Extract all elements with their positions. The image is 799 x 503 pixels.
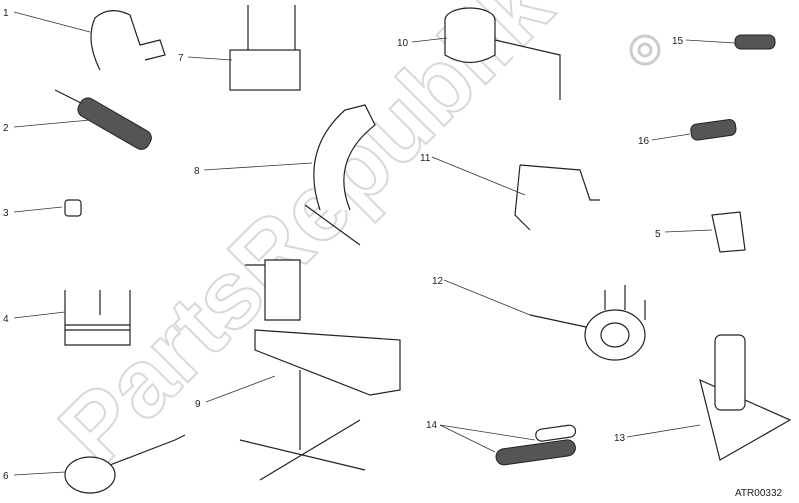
part-15-pin [734,34,776,50]
part-1-hook-tool [90,10,166,71]
callout-11: 11 [420,153,431,164]
part-5-socket [711,211,746,253]
callout-15: 15 [672,36,684,47]
callout-12: 12 [432,276,444,287]
callout-8: 8 [194,166,200,177]
part-9-engine-stand [239,259,401,481]
callout-3: 3 [3,208,9,219]
part-2-handle-tool [54,89,152,150]
part-13-triangle-base-tool [699,334,792,461]
callout-7: 7 [178,53,184,64]
watermark: PartsRepublik [39,0,572,485]
part-6-strap-wrench [64,434,186,494]
callout-6: 6 [3,471,9,482]
callout-13: 13 [614,433,626,444]
part-14-pins [495,424,577,466]
part-12-locking-tool [529,285,646,361]
part-4-bracket [64,290,131,346]
part-16-pin [690,119,737,141]
part-3-sleeve [64,199,82,217]
callout-4: 4 [3,314,9,325]
callout-16: 16 [638,136,650,147]
callout-2: 2 [3,123,9,134]
callout-1: 1 [3,8,9,19]
callout-14: 14 [426,420,438,431]
part-8-arc-bracket [304,104,376,246]
callout-9: 9 [195,399,201,410]
part-10-fixture [444,7,561,100]
gear-watermark-icon [629,34,661,66]
part-11-bracket [514,164,600,231]
part-7-pin-plate [229,5,301,91]
diagram-code: ATR00332 [735,488,783,499]
callout-10: 10 [397,38,409,49]
callout-5: 5 [655,229,661,240]
